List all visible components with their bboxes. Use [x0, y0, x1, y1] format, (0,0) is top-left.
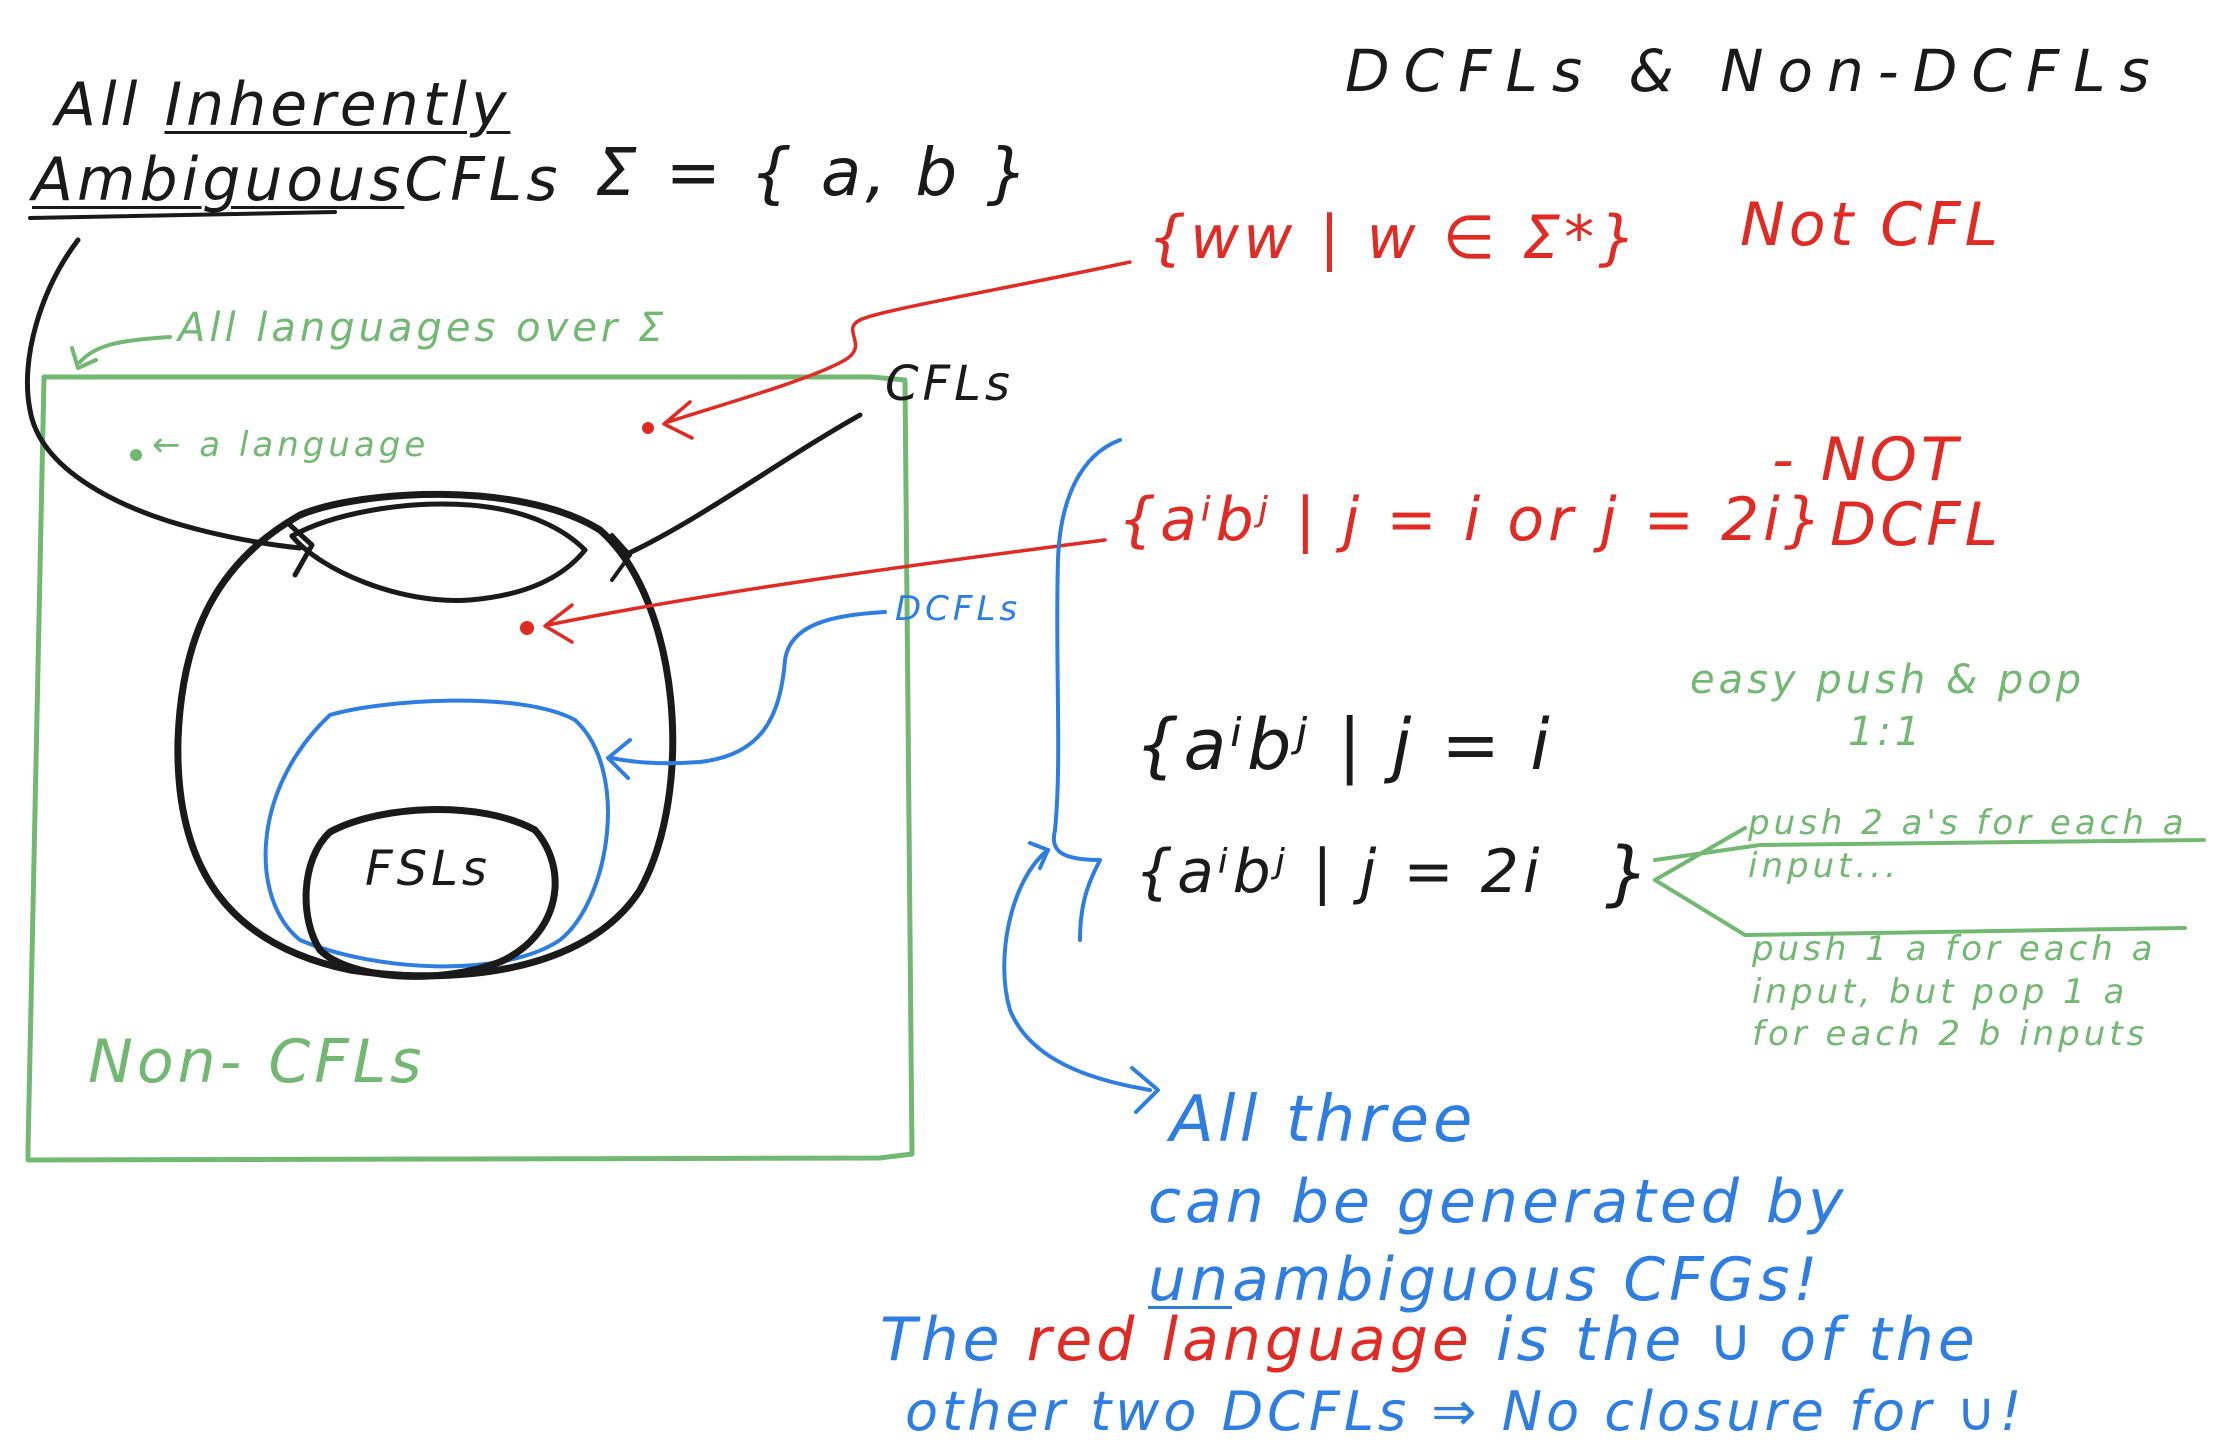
- inherently-ambiguous-note-line2: AmbiguousCFLs: [32, 150, 561, 210]
- footer-part2-red: red language: [1026, 1305, 1473, 1375]
- union-pointer: [546, 538, 1107, 627]
- double-note-second: push 1 a for each a input, but pop 1 a f…: [1752, 928, 2192, 1056]
- all-languages-label: All languages over Σ: [178, 305, 668, 351]
- conclusion-line1: All three: [1170, 1083, 1477, 1157]
- union-language-note-line1: - NOT: [1772, 425, 1962, 495]
- footer-part1: The: [880, 1305, 1027, 1375]
- double-language-close: }: [1605, 832, 1654, 914]
- language-point-label: ← a language: [152, 425, 430, 465]
- union-language-set: {aⁱbʲ | j = i or j = 2i}: [1118, 485, 1826, 555]
- equal-language-note-line1: easy push & pop: [1690, 657, 2086, 703]
- fsls-oval: [302, 806, 559, 980]
- dcfls-region: [263, 698, 610, 969]
- page-title: DCFLs & Non-DCFLs: [1345, 37, 2164, 105]
- cfls-label: CFLs: [885, 356, 1014, 412]
- equal-language-set: {aⁱbʲ | j = i: [1135, 704, 1554, 786]
- double-note-first-text: push 2 a's for each a input...: [1748, 803, 2188, 886]
- footer-line2: other two DCFLs ⇒ No closure for ∪!: [905, 1380, 2026, 1443]
- conclusion-line3-underlined: un: [1148, 1245, 1233, 1315]
- ww-language-set: {ww | w ∈ Σ*}: [1148, 203, 1641, 273]
- note-line2-underlined: Ambiguous: [32, 145, 405, 215]
- three-languages-bracket: [1051, 438, 1122, 942]
- union-language-note-line2: DCFL: [1830, 490, 2003, 560]
- conclusion-line3: unambiguous CFGs!: [1148, 1250, 1821, 1310]
- cfls-pointer: [622, 412, 863, 558]
- cfls-circle: [174, 490, 677, 980]
- alphabet-definition: Σ = { a, b }: [595, 134, 1033, 211]
- all-languages-box: [25, 374, 915, 1163]
- footer-part3: is the ∪ of the: [1472, 1305, 1979, 1375]
- union-language-point: [520, 621, 534, 635]
- all-three-pointer: [1002, 848, 1152, 1092]
- double-note-second-text: push 1 a for each a input, but pop 1 a f…: [1752, 929, 2157, 1054]
- double-set-pointer: [1653, 838, 2206, 862]
- footer-line1: The red language is the ∪ of the: [880, 1310, 1979, 1370]
- double-note-first: push 2 a's for each a input...: [1748, 802, 2198, 887]
- ww-language-note: Not CFL: [1740, 190, 2003, 260]
- double-language-set: {aⁱbʲ | j = 2i: [1135, 837, 1544, 907]
- dcfls-pointer: [610, 610, 887, 766]
- conclusion-line3-rest: ambiguous CFGs!: [1232, 1245, 1822, 1315]
- ww-language-point: [642, 422, 654, 434]
- fsls-label: FSLs: [365, 841, 491, 897]
- language-point: [130, 449, 142, 461]
- ww-pointer: [666, 260, 1132, 424]
- note-line1-underlined: Inherently: [164, 70, 511, 140]
- note-line1-prefix: All: [55, 70, 165, 140]
- dcfls-label: DCFLs: [895, 589, 1022, 629]
- note-line2-suffix: CFLs: [404, 145, 562, 215]
- conclusion-line2: can be generated by: [1148, 1167, 1848, 1237]
- ambiguous-pointer: [25, 237, 303, 551]
- equal-language-note-line2: 1:1: [1848, 709, 1925, 755]
- inherently-ambiguous-note: All Inherently: [55, 75, 510, 135]
- non-cfls-label: Non- CFLs: [88, 1027, 426, 1097]
- all-languages-pointer: [78, 335, 172, 364]
- ambiguous-region: [289, 533, 588, 603]
